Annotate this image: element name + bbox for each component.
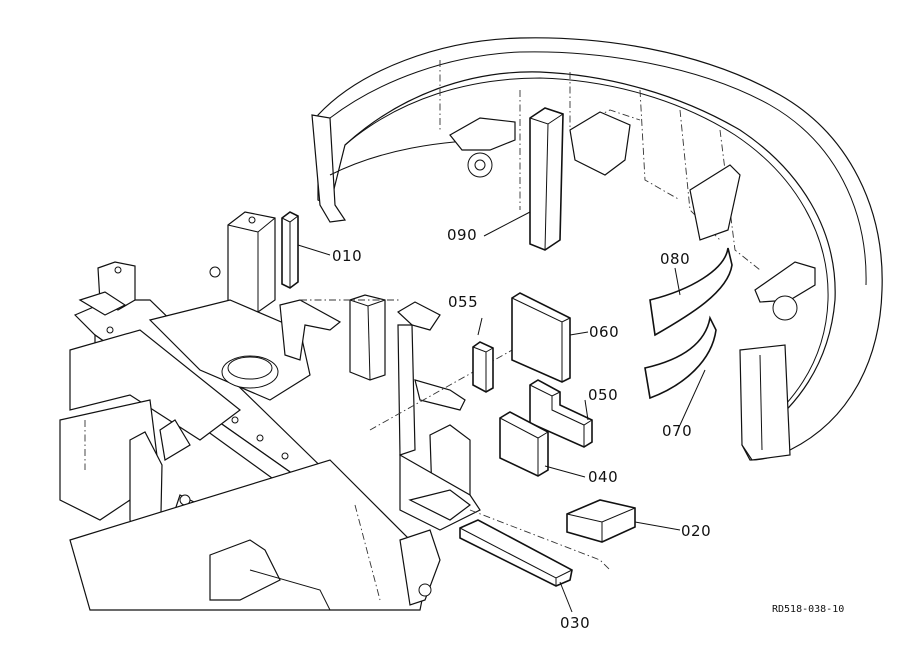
label-090: 090	[447, 226, 478, 244]
part-070-plate	[644, 315, 717, 400]
part-055-bar	[472, 341, 494, 393]
part-060-plate	[511, 292, 571, 383]
part-080-plate	[649, 247, 733, 337]
part-030-plate	[459, 519, 573, 587]
frame-assembly	[59, 211, 611, 611]
label-050: 050	[588, 386, 619, 404]
label-030: 030	[560, 614, 591, 632]
label-020: 020	[681, 522, 712, 540]
label-055: 055	[448, 293, 479, 311]
part-040-block	[499, 411, 549, 477]
part-010-bar	[281, 211, 299, 289]
label-040: 040	[588, 468, 619, 486]
counterweight-assembly	[311, 37, 883, 461]
label-010: 010	[332, 247, 363, 265]
leader-lines	[297, 211, 706, 613]
part-050-stepped-block	[529, 379, 593, 448]
label-060: 060	[589, 323, 620, 341]
label-070: 070	[662, 422, 693, 440]
part-090-block	[529, 107, 564, 251]
part-020-block	[566, 499, 636, 543]
drawing-code: RD518-038-10	[772, 604, 845, 615]
label-080: 080	[660, 250, 691, 268]
